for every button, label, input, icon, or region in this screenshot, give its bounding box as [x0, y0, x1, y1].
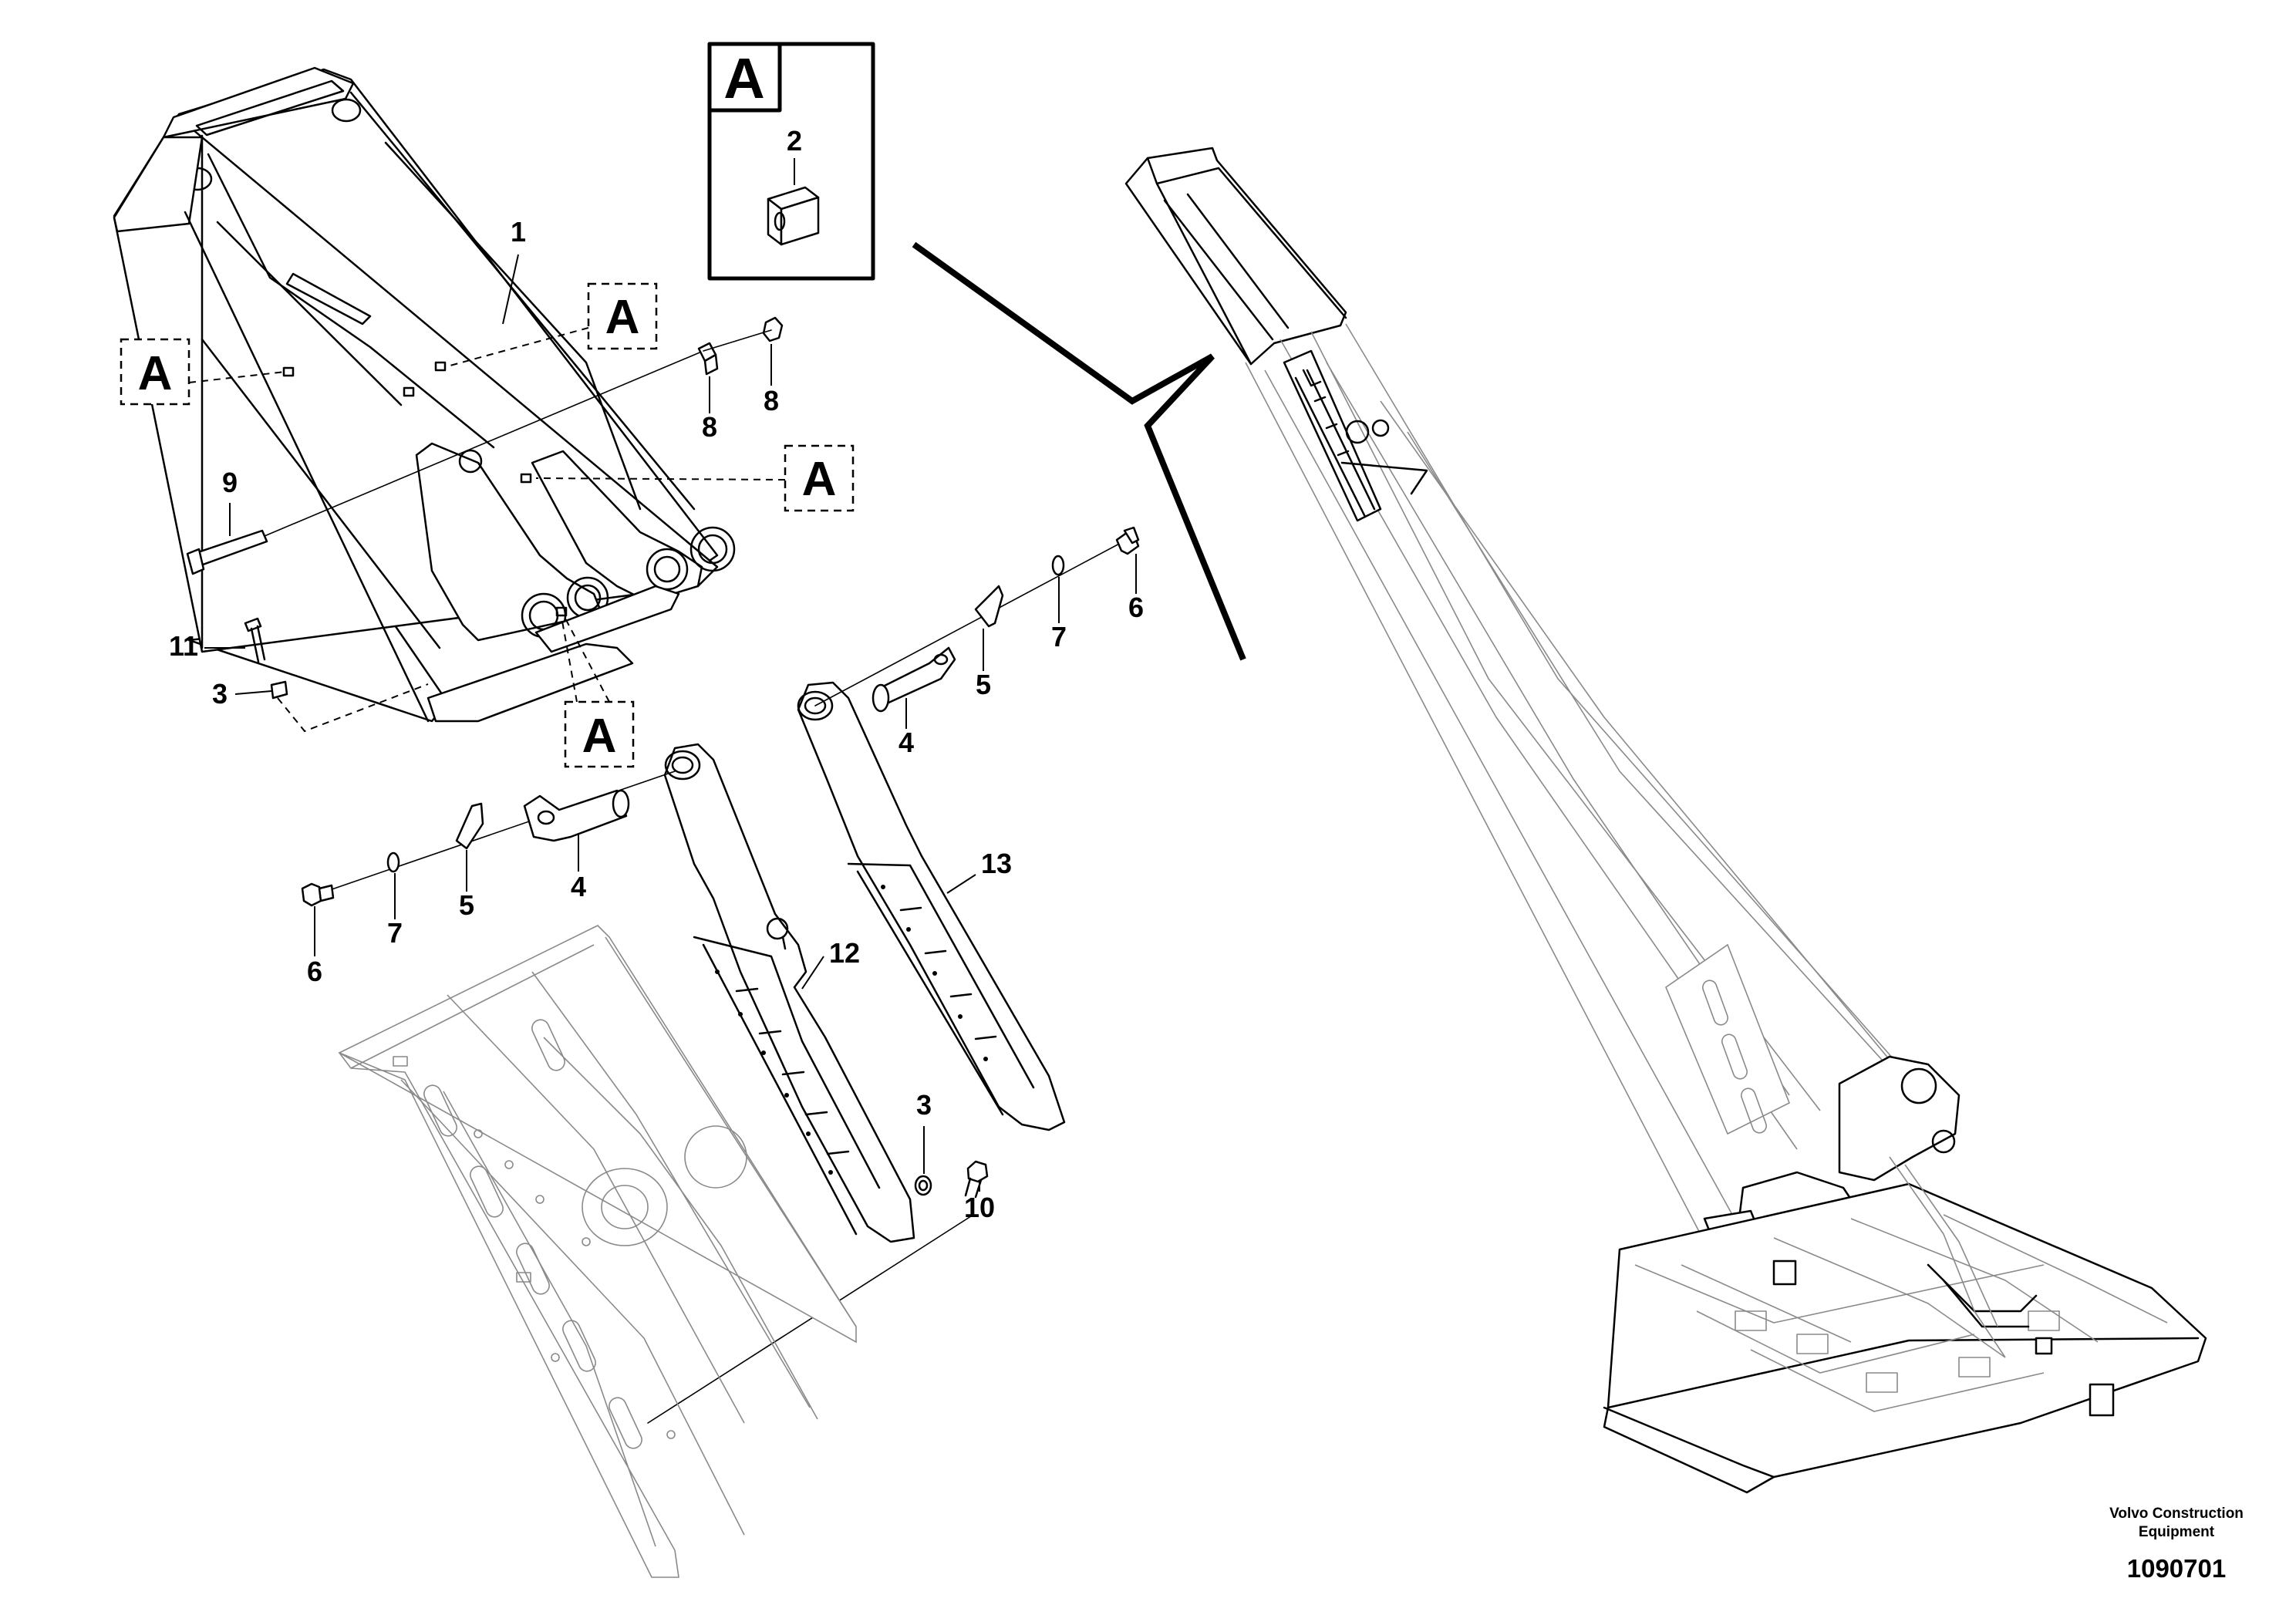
section-marker-letter: A — [582, 710, 617, 763]
bolt-11 — [244, 617, 266, 663]
machine-assembly — [1124, 147, 2207, 1494]
callout-7b: 7 — [1051, 621, 1067, 653]
section-marker-2: A — [447, 282, 658, 367]
pin-4b — [872, 646, 956, 713]
callout-6a: 6 — [307, 956, 322, 987]
callout-1: 1 — [511, 216, 526, 248]
callout-3a: 3 — [212, 678, 228, 710]
inset-letter-box — [707, 42, 782, 113]
company-name-line2: Equipment — [2139, 1524, 2215, 1540]
boom-assembly — [113, 66, 736, 723]
bolt-10 — [964, 1160, 989, 1199]
drawing-number: 1090701 — [2127, 1554, 2226, 1583]
callout-2: 2 — [787, 125, 802, 157]
section-marker-3: A — [535, 444, 855, 512]
callout-8b: 8 — [764, 385, 779, 416]
washer-7b — [1051, 555, 1065, 576]
inset-detail-a: A 2 — [707, 42, 875, 281]
callout-13: 13 — [981, 848, 1012, 879]
section-marker-letter: A — [605, 291, 640, 344]
lock-plate-5a — [455, 802, 484, 850]
callout-9: 9 — [222, 467, 238, 498]
callout-4b: 4 — [899, 727, 914, 758]
company-name-line1: Volvo Construction — [2109, 1506, 2244, 1522]
square-nut-icon — [767, 186, 820, 246]
callout-4a: 4 — [571, 871, 586, 902]
pin-bolt-9 — [186, 529, 268, 575]
section-marker-letter: A — [802, 453, 837, 506]
pin-4a — [523, 789, 630, 842]
nut-8b — [762, 316, 784, 342]
callout-12: 12 — [829, 937, 860, 969]
section-marker-4: A — [561, 616, 635, 768]
inset-frame — [707, 42, 875, 281]
section-marker-letter: A — [138, 347, 173, 400]
link-arm-12 — [663, 743, 915, 1243]
callout-7a: 7 — [387, 917, 403, 949]
callout-5a: 5 — [459, 889, 474, 921]
link-arm-13 — [797, 681, 1066, 1131]
nut-8a — [697, 342, 719, 376]
callout-8a: 8 — [702, 411, 717, 443]
bolt-6b — [1115, 526, 1140, 555]
callout-3b: 3 — [916, 1089, 932, 1121]
callout-11: 11 — [169, 630, 198, 662]
callout-10: 10 — [964, 1192, 995, 1223]
spacer-3b — [914, 1175, 932, 1196]
break-line — [912, 241, 1246, 661]
callout-5b: 5 — [976, 669, 991, 700]
lock-plate-5b — [974, 585, 1004, 628]
section-marker-1: A — [120, 338, 286, 406]
reference-boom-base — [338, 925, 857, 1578]
callout-6b: 6 — [1128, 592, 1144, 623]
spacer-3a — [270, 680, 288, 700]
bolt-6a — [301, 882, 335, 907]
washer-7a — [386, 851, 400, 873]
inset-letter: A — [723, 46, 764, 110]
title-block: Volvo Construction Equipment 1090701 — [2109, 1506, 2244, 1583]
